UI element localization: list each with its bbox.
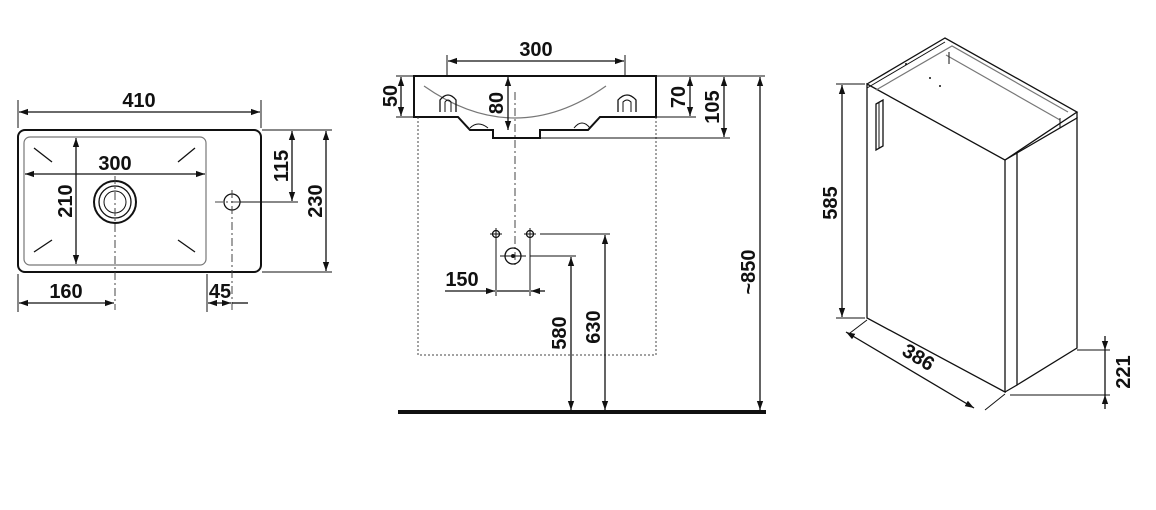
dim-300-front: 300 bbox=[519, 39, 552, 61]
dim-410: 410 bbox=[122, 90, 155, 112]
dim-386: 386 bbox=[898, 340, 938, 376]
top-view: 410 300 210 230 115 160 45 bbox=[17, 90, 332, 312]
front-view: 300 50 80 70 105 ~850 150 bbox=[380, 39, 766, 414]
dim-105: 105 bbox=[702, 90, 724, 123]
dim-line-386 bbox=[845, 331, 975, 409]
cabinet-top bbox=[866, 37, 1079, 161]
cabinet-dotted-outline bbox=[417, 117, 657, 356]
basin-profile bbox=[413, 75, 657, 139]
dim-210: 210 bbox=[55, 184, 77, 217]
drain-mid bbox=[98, 185, 132, 219]
cabinet-handle bbox=[875, 98, 884, 152]
dim-50: 50 bbox=[380, 85, 402, 107]
dim-221: 221 bbox=[1113, 355, 1135, 388]
dim-630: 630 bbox=[583, 310, 605, 343]
cabinet-view: 585 386 221 bbox=[820, 37, 1135, 411]
dim-115: 115 bbox=[271, 150, 293, 182]
basin-outline-top bbox=[17, 129, 262, 273]
dim-160: 160 bbox=[49, 281, 82, 303]
dim-850: ~850 bbox=[738, 249, 760, 294]
dim-230: 230 bbox=[305, 184, 327, 217]
dim-45: 45 bbox=[209, 281, 231, 303]
dim-80: 80 bbox=[486, 92, 508, 114]
dim-580: 580 bbox=[549, 316, 571, 349]
dim-300-top: 300 bbox=[98, 153, 131, 175]
dim-150: 150 bbox=[445, 269, 478, 291]
dim-70: 70 bbox=[668, 86, 690, 108]
corner-marks bbox=[33, 147, 196, 253]
dim-585: 585 bbox=[820, 186, 842, 219]
cabinet-side bbox=[866, 82, 1006, 394]
bowl-outline-top bbox=[23, 136, 207, 266]
